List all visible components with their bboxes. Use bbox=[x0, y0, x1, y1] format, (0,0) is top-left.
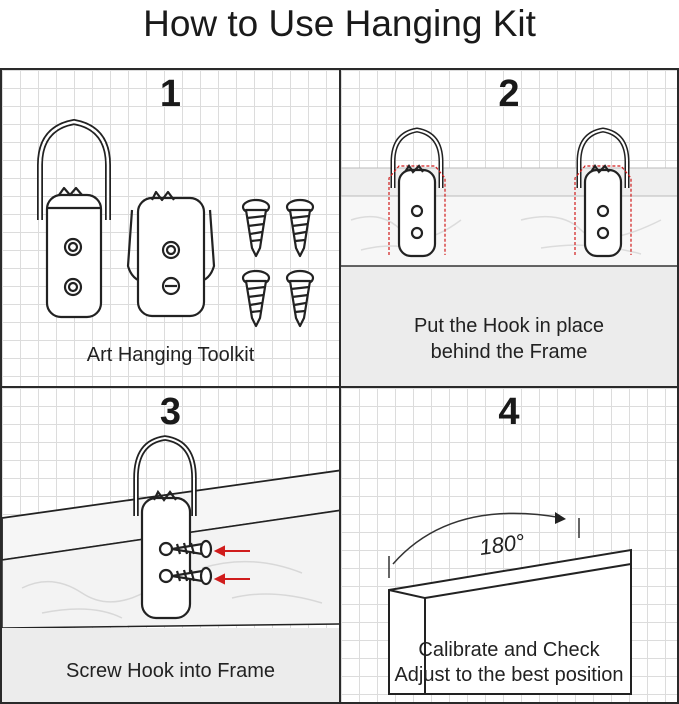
arrow-left-icon bbox=[213, 545, 250, 557]
screw-hook-illustration bbox=[2, 435, 339, 702]
step-1-panel: 1 bbox=[0, 68, 341, 388]
d-ring-hook-icon bbox=[574, 127, 632, 258]
step-2-panel: 2 bbox=[339, 68, 679, 388]
screw-icon bbox=[171, 539, 213, 559]
arrow-left-icon bbox=[213, 573, 250, 585]
steps-grid: 1 bbox=[0, 68, 679, 704]
step-4-number: 4 bbox=[498, 391, 520, 433]
screw-icon bbox=[285, 269, 315, 328]
page-title: How to Use Hanging Kit bbox=[143, 3, 536, 44]
d-ring-hook-icon bbox=[37, 119, 111, 319]
step-4-caption-line1: Calibrate and Check bbox=[418, 639, 600, 661]
screw-icon bbox=[241, 269, 271, 328]
hanging-toolkit-illustration bbox=[37, 119, 315, 328]
calibrate-illustration: 180° bbox=[388, 512, 632, 695]
step-4-caption-line2: Adjust to the best position bbox=[394, 664, 624, 686]
screw-icon bbox=[241, 198, 271, 258]
step-2-caption-line1: Put the Hook in place bbox=[413, 315, 605, 337]
step-2-caption-line2: behind the Frame bbox=[430, 341, 588, 363]
angle-label: 180° bbox=[478, 529, 527, 560]
step-4-panel: 4 180° Calibrate and Check Adjust to the… bbox=[339, 386, 679, 704]
screw-icon bbox=[171, 566, 213, 586]
step-3-number: 3 bbox=[159, 391, 182, 433]
hook-placement-illustration bbox=[341, 127, 677, 386]
screw-icon bbox=[285, 198, 315, 258]
step-3-panel: 3 bbox=[0, 386, 341, 704]
step-1-caption: Art Hanging Toolkit bbox=[86, 344, 255, 366]
d-ring-hook-icon bbox=[133, 435, 197, 620]
d-ring-hook-icon bbox=[388, 127, 446, 258]
angle-arc-icon bbox=[392, 512, 564, 565]
folded-hook-icon bbox=[126, 190, 216, 318]
step-3-caption: Screw Hook into Frame bbox=[66, 660, 275, 682]
step-2-number: 2 bbox=[498, 73, 520, 115]
step-1-number: 1 bbox=[159, 73, 182, 115]
